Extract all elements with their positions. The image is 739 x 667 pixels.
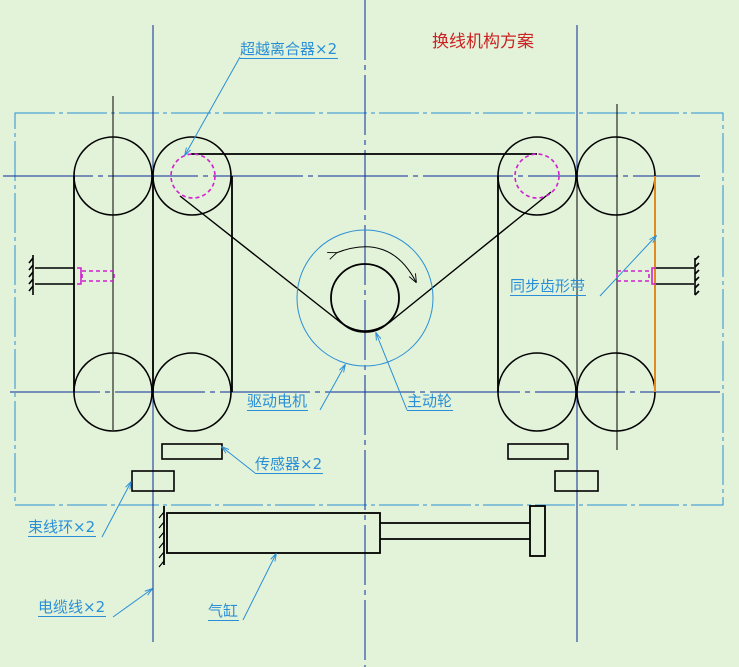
rotation-arrow-icon <box>336 246 416 282</box>
label-drive-motor: 驱动电机 <box>247 392 309 411</box>
drawing-title: 换线机构方案 <box>432 32 534 52</box>
label-overrunning-clutch: 超越离合器×2 <box>240 40 339 59</box>
centerlines <box>3 0 720 667</box>
label-timing-belt: 同步齿形带 <box>510 277 587 296</box>
drive-motor-outline <box>296 229 434 367</box>
label-sensor: 传感器×2 <box>255 455 324 474</box>
label-cylinder: 气缸 <box>208 602 240 621</box>
frame-outline <box>14 112 724 506</box>
label-cable: 电缆线×2 <box>38 598 107 617</box>
label-cable-tie-ring: 束线环×2 <box>28 518 97 537</box>
clutch-brackets <box>77 267 656 285</box>
fixed-supports <box>28 255 700 296</box>
overrunning-clutches <box>81 153 650 282</box>
leader-lines <box>101 56 656 621</box>
label-drive-wheel: 主动轮 <box>407 392 454 411</box>
air-cylinder <box>158 505 546 568</box>
